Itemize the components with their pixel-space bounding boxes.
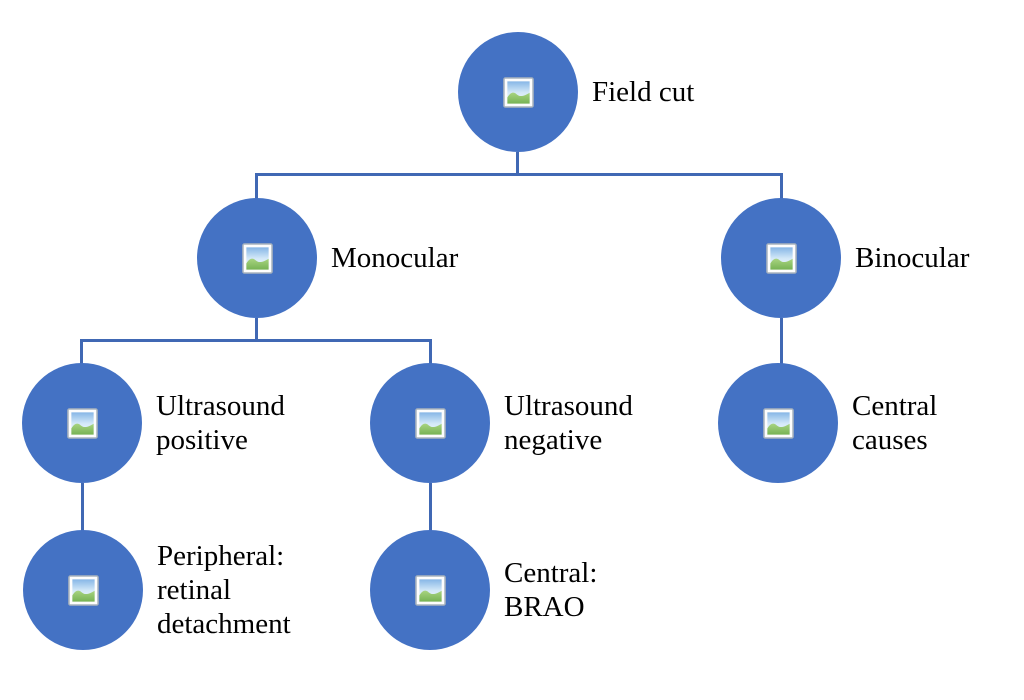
image-placeholder-icon (765, 242, 797, 274)
image-placeholder-icon (762, 407, 794, 439)
node-label-peripheral-retinal-detachment: Peripheral: retinal detachment (157, 540, 291, 640)
node-ultrasound-positive (22, 363, 142, 483)
connector-level1-horizontal (255, 173, 783, 176)
node-field-cut (458, 32, 578, 152)
connector-drop-us-positive (80, 339, 83, 364)
connector-drop-monocular (255, 173, 258, 199)
node-central-brao (370, 530, 490, 650)
connector-uspositive-peripheral (81, 483, 84, 531)
node-peripheral-retinal-detachment (23, 530, 143, 650)
node-label-central-brao: Central: BRAO (504, 557, 598, 623)
connector-drop-us-negative (429, 339, 432, 364)
image-placeholder-icon (67, 574, 99, 606)
connector-fieldcut-stub (516, 152, 519, 175)
image-placeholder-icon (414, 407, 446, 439)
node-label-binocular: Binocular (855, 242, 970, 274)
node-label-ultrasound-positive: Ultrasound positive (156, 390, 285, 456)
node-label-monocular: Monocular (331, 242, 459, 274)
connector-binocular-centralcauses (780, 318, 783, 364)
connector-monocular-stub (255, 318, 258, 342)
connector-level2-horizontal (80, 339, 432, 342)
node-monocular (197, 198, 317, 318)
connector-usnegative-brao (429, 483, 432, 531)
node-central-causes (718, 363, 838, 483)
node-label-central-causes: Central causes (852, 390, 938, 456)
image-placeholder-icon (414, 574, 446, 606)
node-label-field-cut: Field cut (592, 76, 695, 108)
image-placeholder-icon (66, 407, 98, 439)
node-binocular (721, 198, 841, 318)
node-ultrasound-negative (370, 363, 490, 483)
image-placeholder-icon (502, 76, 534, 108)
node-label-ultrasound-negative: Ultrasound negative (504, 390, 633, 456)
connector-drop-binocular (780, 173, 783, 199)
image-placeholder-icon (241, 242, 273, 274)
